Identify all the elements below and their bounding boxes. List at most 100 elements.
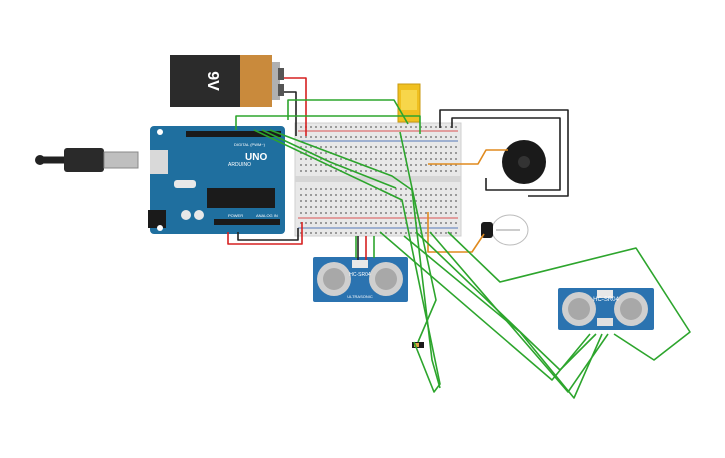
- breadboard-hole[interactable]: [430, 188, 432, 190]
- breadboard-hole[interactable]: [425, 222, 427, 224]
- breadboard-hole[interactable]: [305, 158, 307, 160]
- breadboard-hole[interactable]: [350, 188, 352, 190]
- breadboard-hole[interactable]: [300, 158, 302, 160]
- breadboard-hole[interactable]: [365, 126, 367, 128]
- breadboard-hole[interactable]: [345, 194, 347, 196]
- breadboard-hole[interactable]: [415, 188, 417, 190]
- breadboard-hole[interactable]: [450, 152, 452, 154]
- breadboard-hole[interactable]: [315, 200, 317, 202]
- breadboard-hole[interactable]: [405, 200, 407, 202]
- breadboard-hole[interactable]: [325, 126, 327, 128]
- breadboard-hole[interactable]: [340, 146, 342, 148]
- breadboard-hole[interactable]: [395, 188, 397, 190]
- breadboard-hole[interactable]: [410, 170, 412, 172]
- breadboard-hole[interactable]: [330, 232, 332, 234]
- breadboard-hole[interactable]: [355, 170, 357, 172]
- breadboard-hole[interactable]: [400, 222, 402, 224]
- breadboard-hole[interactable]: [335, 232, 337, 234]
- breadboard-hole[interactable]: [385, 136, 387, 138]
- breadboard-hole[interactable]: [355, 136, 357, 138]
- breadboard-hole[interactable]: [450, 194, 452, 196]
- breadboard-hole[interactable]: [415, 152, 417, 154]
- breadboard-hole[interactable]: [310, 170, 312, 172]
- breadboard-hole[interactable]: [345, 212, 347, 214]
- wire-orange-buzzer[interactable]: [428, 149, 508, 165]
- breadboard-hole[interactable]: [365, 212, 367, 214]
- small-component[interactable]: [412, 342, 424, 348]
- breadboard-hole[interactable]: [390, 232, 392, 234]
- wire-red-arduino[interactable]: [227, 222, 303, 245]
- breadboard-hole[interactable]: [350, 232, 352, 234]
- breadboard-hole[interactable]: [405, 232, 407, 234]
- breadboard-hole[interactable]: [445, 194, 447, 196]
- breadboard-hole[interactable]: [335, 170, 337, 172]
- breadboard-hole[interactable]: [435, 152, 437, 154]
- breadboard-hole[interactable]: [365, 200, 367, 202]
- breadboard-hole[interactable]: [380, 146, 382, 148]
- breadboard-hole[interactable]: [350, 200, 352, 202]
- breadboard-hole[interactable]: [320, 232, 322, 234]
- breadboard-hole[interactable]: [310, 158, 312, 160]
- breadboard-hole[interactable]: [320, 212, 322, 214]
- breadboard-hole[interactable]: [455, 222, 457, 224]
- breadboard-hole[interactable]: [325, 164, 327, 166]
- breadboard-hole[interactable]: [355, 164, 357, 166]
- breadboard-hole[interactable]: [400, 232, 402, 234]
- breadboard-hole[interactable]: [315, 126, 317, 128]
- breadboard-hole[interactable]: [350, 152, 352, 154]
- breadboard-hole[interactable]: [400, 158, 402, 160]
- breadboard-hole[interactable]: [330, 188, 332, 190]
- breadboard-hole[interactable]: [325, 146, 327, 148]
- breadboard-hole[interactable]: [350, 158, 352, 160]
- breadboard-hole[interactable]: [435, 194, 437, 196]
- breadboard-hole[interactable]: [415, 194, 417, 196]
- light-bulb[interactable]: [481, 214, 529, 246]
- breadboard-hole[interactable]: [320, 188, 322, 190]
- breadboard-hole[interactable]: [320, 194, 322, 196]
- breadboard-hole[interactable]: [355, 222, 357, 224]
- breadboard[interactable]: [294, 122, 462, 237]
- breadboard-hole[interactable]: [430, 136, 432, 138]
- breadboard-hole[interactable]: [370, 212, 372, 214]
- breadboard-hole[interactable]: [405, 164, 407, 166]
- breadboard-hole[interactable]: [435, 136, 437, 138]
- breadboard-hole[interactable]: [375, 232, 377, 234]
- breadboard-hole[interactable]: [305, 194, 307, 196]
- breadboard-hole[interactable]: [380, 188, 382, 190]
- breadboard-hole[interactable]: [335, 126, 337, 128]
- breadboard-hole[interactable]: [335, 222, 337, 224]
- breadboard-hole[interactable]: [440, 200, 442, 202]
- breadboard-hole[interactable]: [415, 146, 417, 148]
- breadboard-hole[interactable]: [320, 164, 322, 166]
- breadboard-hole[interactable]: [430, 158, 432, 160]
- breadboard-hole[interactable]: [365, 164, 367, 166]
- breadboard-hole[interactable]: [390, 206, 392, 208]
- breadboard-hole[interactable]: [455, 206, 457, 208]
- breadboard-hole[interactable]: [335, 206, 337, 208]
- breadboard-hole[interactable]: [390, 136, 392, 138]
- breadboard-hole[interactable]: [355, 188, 357, 190]
- breadboard-hole[interactable]: [350, 212, 352, 214]
- breadboard-hole[interactable]: [370, 170, 372, 172]
- breadboard-hole[interactable]: [300, 146, 302, 148]
- breadboard-hole[interactable]: [320, 200, 322, 202]
- breadboard-hole[interactable]: [375, 152, 377, 154]
- breadboard-hole[interactable]: [330, 194, 332, 196]
- wire-green-6[interactable]: [399, 131, 437, 343]
- breadboard-hole[interactable]: [315, 212, 317, 214]
- breadboard-hole[interactable]: [315, 206, 317, 208]
- breadboard-hole[interactable]: [385, 146, 387, 148]
- breadboard-hole[interactable]: [435, 212, 437, 214]
- breadboard-hole[interactable]: [335, 136, 337, 138]
- breadboard-hole[interactable]: [360, 232, 362, 234]
- breadboard-hole[interactable]: [315, 170, 317, 172]
- breadboard-hole[interactable]: [405, 146, 407, 148]
- breadboard-hole[interactable]: [320, 152, 322, 154]
- breadboard-hole[interactable]: [370, 206, 372, 208]
- breadboard-hole[interactable]: [315, 136, 317, 138]
- wire-green-12[interactable]: [447, 231, 691, 361]
- wire-green-3[interactable]: [261, 129, 397, 189]
- relay-module[interactable]: [397, 83, 421, 123]
- breadboard-hole[interactable]: [310, 164, 312, 166]
